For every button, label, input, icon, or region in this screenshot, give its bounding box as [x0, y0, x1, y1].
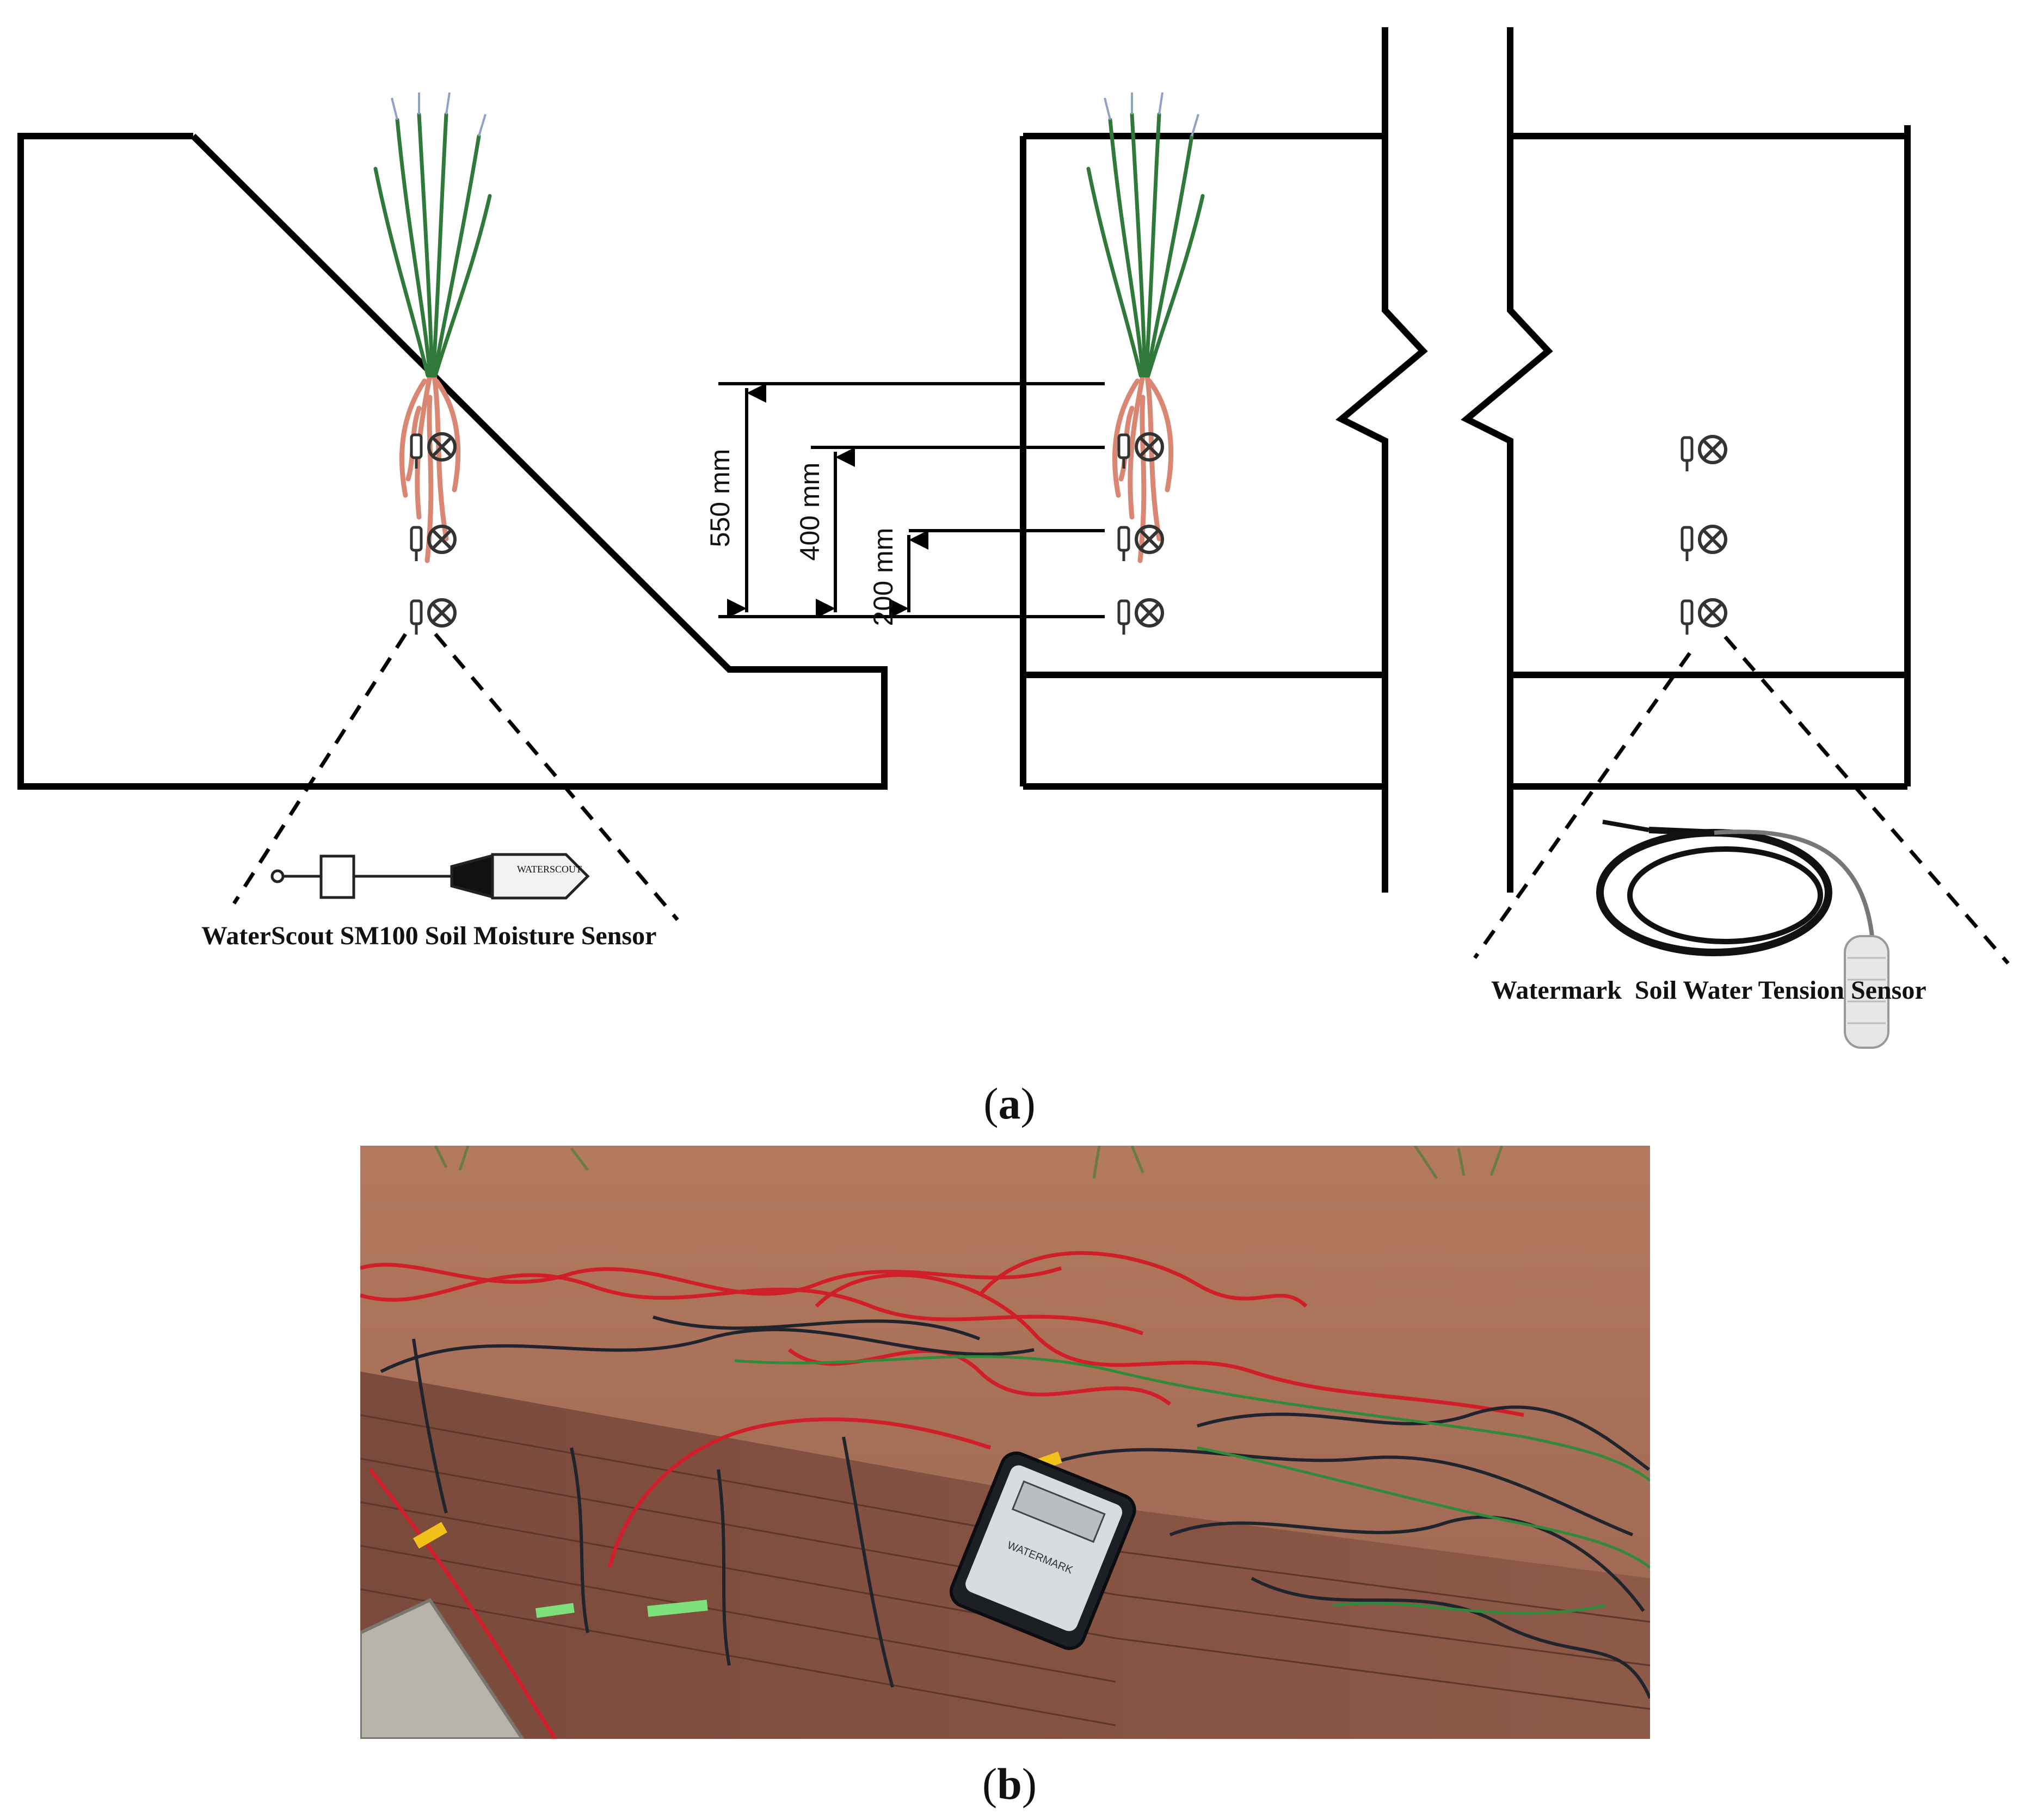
watermark-sensor-icon	[1596, 820, 1889, 1049]
dim-550: 550 mm	[705, 449, 735, 548]
depth-lines	[718, 382, 1105, 618]
moisture-sensor-label: WaterScout SM100 Soil Moisture Sensor	[201, 921, 656, 950]
cable-tag	[647, 1600, 708, 1617]
cable-tag	[535, 1603, 575, 1618]
caption-b: (b)	[982, 1759, 1037, 1809]
callout-cones	[232, 632, 2010, 965]
panel-a-schematic	[17, 27, 1911, 893]
sensors-control	[1682, 436, 1726, 635]
field-photo: WATERMARK	[360, 1146, 1650, 1739]
plant-box	[1088, 93, 1203, 561]
watermark-reader-device: WATERMARK	[949, 1451, 1136, 1650]
green-cables	[734, 1355, 1650, 1615]
caption-a: (a)	[983, 1079, 1036, 1128]
vegetation	[434, 1146, 1504, 1179]
dim-400: 400 mm	[795, 463, 825, 561]
red-cables	[360, 1251, 1524, 1739]
break-line-right	[1461, 27, 1553, 893]
slope-profile	[17, 133, 888, 790]
tension-sensor-label: Watermark Soil Water Tension Sensor	[1491, 976, 1926, 1005]
waterscout-logo: WATERSCOUT	[517, 864, 582, 875]
waterscout-probe-icon	[270, 853, 590, 900]
cable-tag	[413, 1522, 447, 1549]
break-line-left	[1335, 27, 1428, 893]
black-cables	[380, 1315, 1650, 1699]
dim-200: 200 mm	[868, 528, 898, 626]
metal-sheet	[360, 1598, 525, 1739]
plant-slope	[376, 93, 490, 561]
